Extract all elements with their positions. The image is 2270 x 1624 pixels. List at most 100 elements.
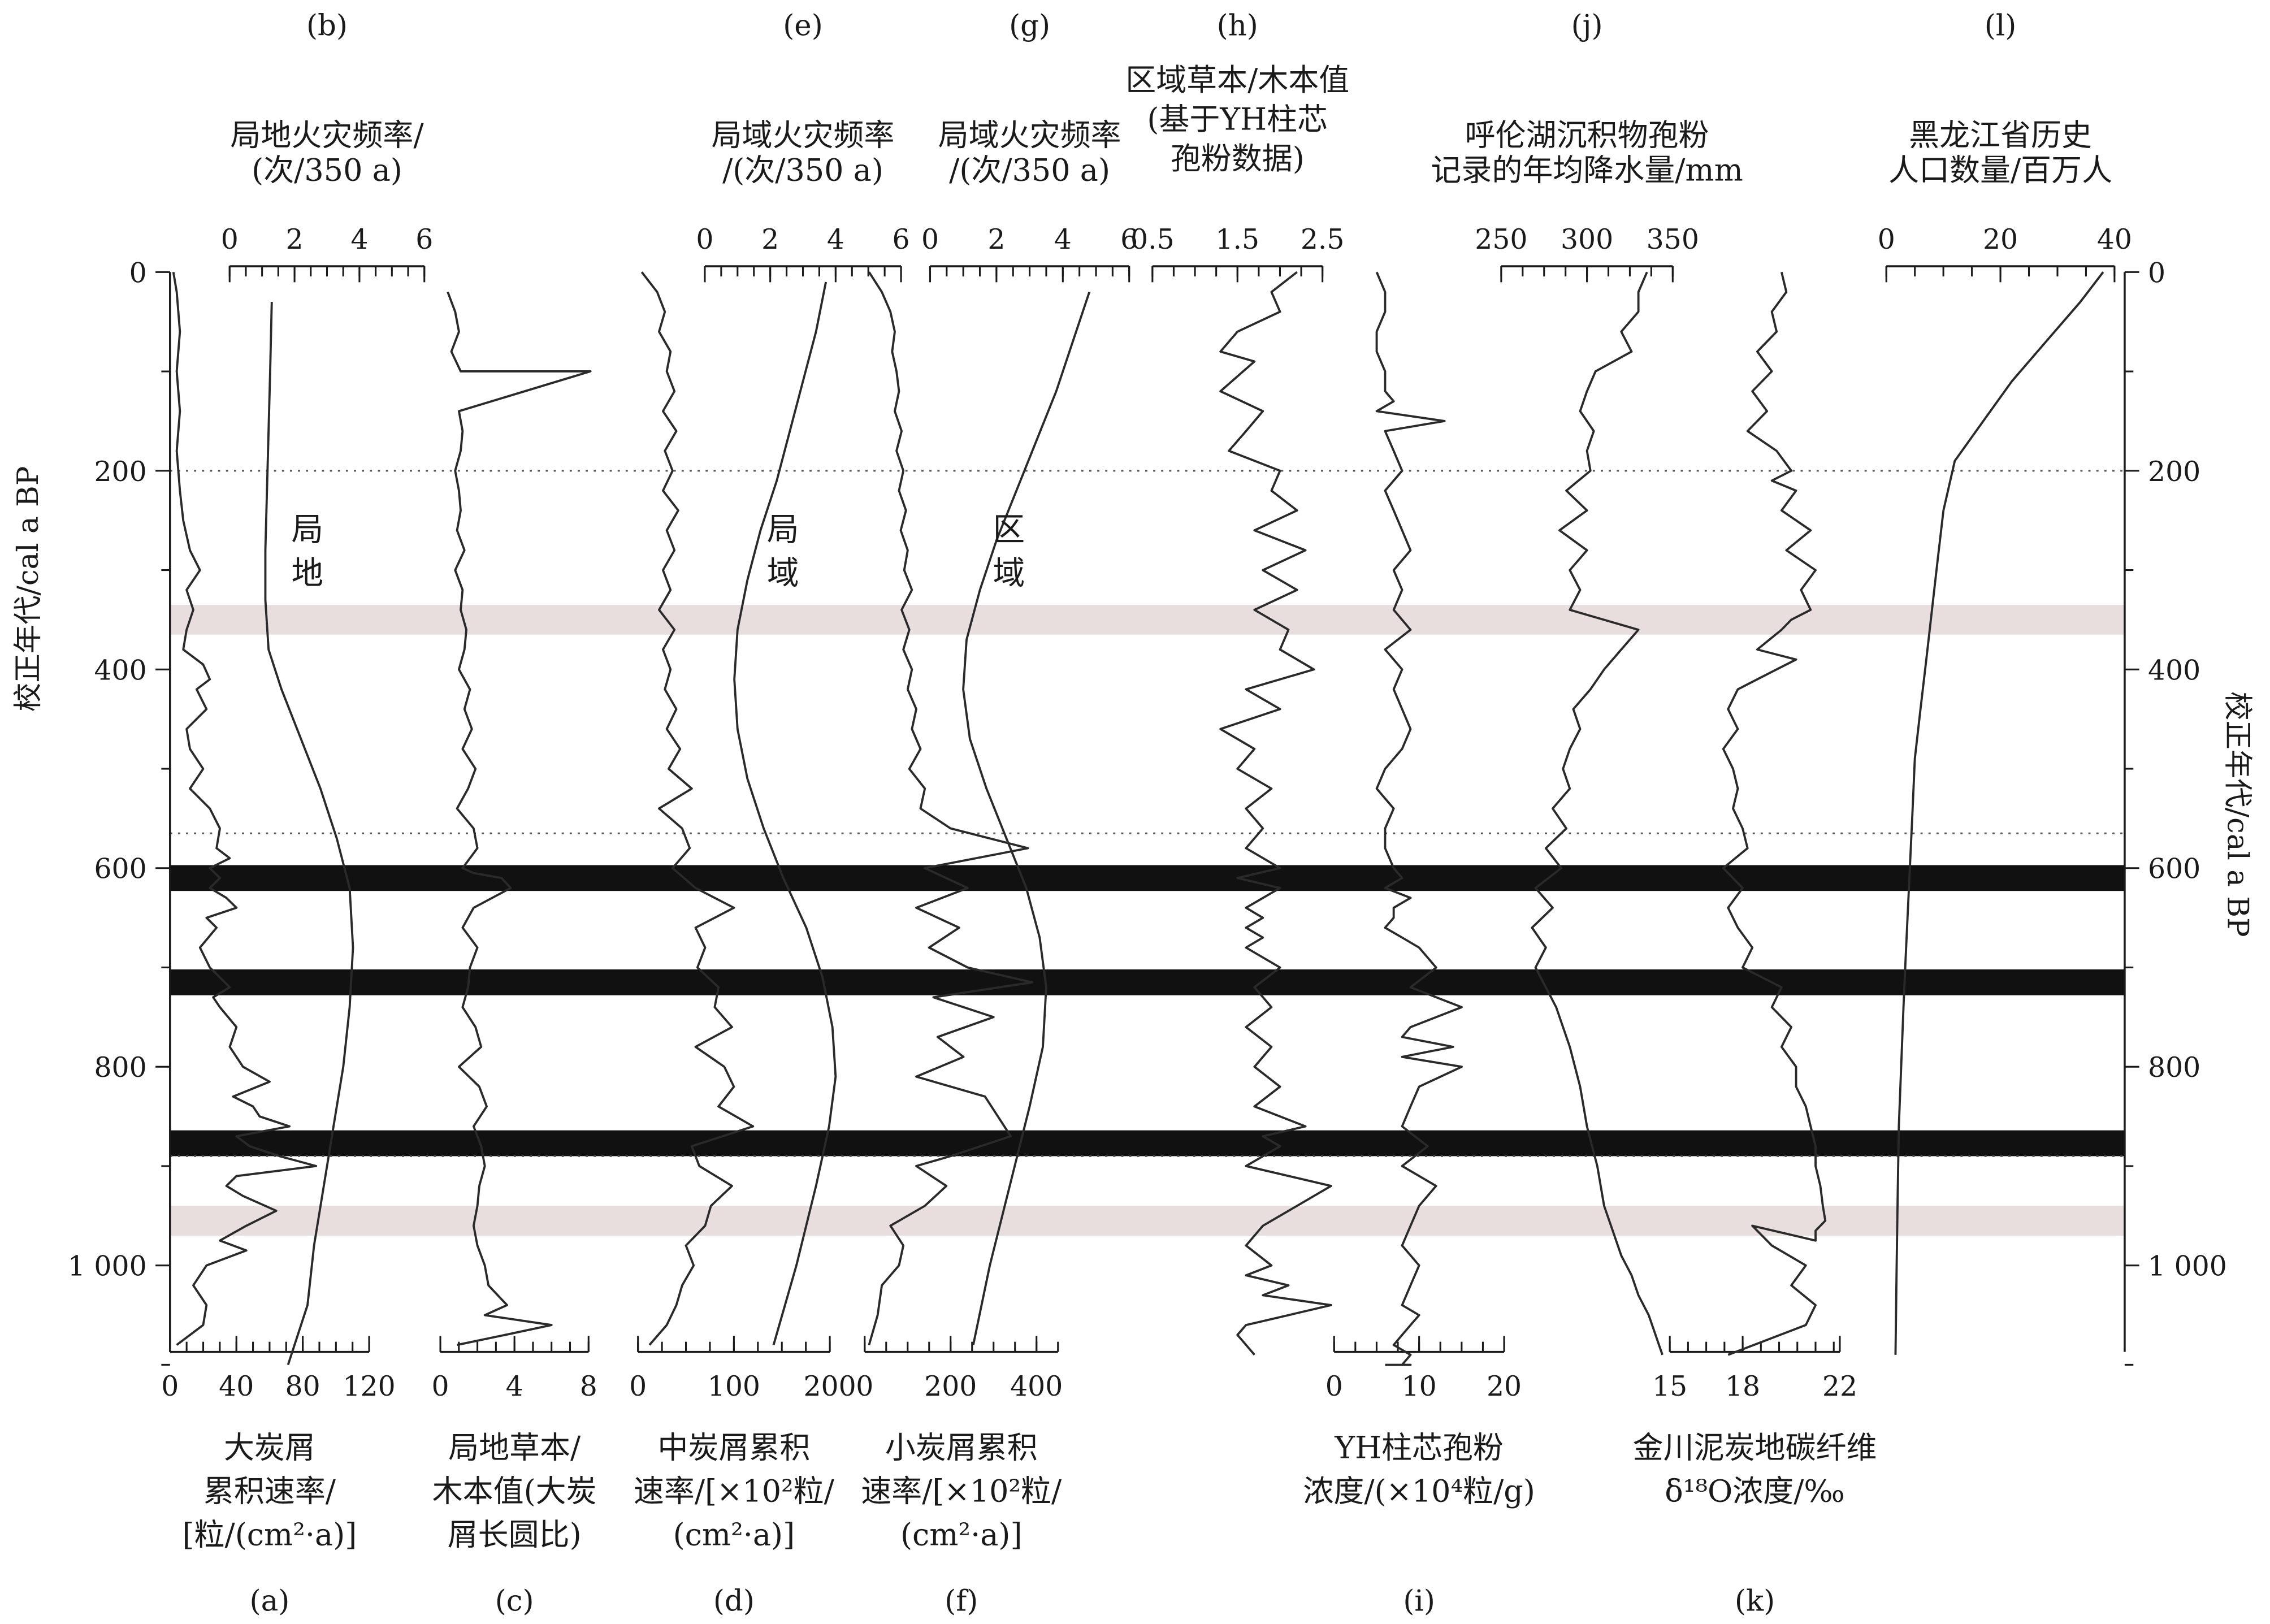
panel-tick-label: 40 <box>219 1370 254 1402</box>
highlight-bands <box>170 605 2125 1236</box>
panel-tick-label: 0 <box>856 1370 873 1402</box>
panel-tick-label: 2.5 <box>1301 223 1345 255</box>
panel-tick-label: 4 <box>1054 223 1072 255</box>
series-line-e <box>733 282 837 1345</box>
panel-title: 局域火灾频率 <box>712 118 895 153</box>
y-axis-title-left: 校正年代/cal a BP <box>11 466 45 712</box>
panel-tick-label: 6 <box>1120 223 1138 255</box>
panel-letter: (d) <box>713 1584 755 1618</box>
panel-title: [粒/(cm²·a)] <box>183 1517 357 1553</box>
dark-band <box>170 1130 2125 1157</box>
right-age-tick-label: 400 <box>2148 654 2200 686</box>
panel-letter: (c) <box>495 1584 534 1618</box>
series-line-b <box>264 302 354 1366</box>
panel-tick-label: 40 <box>2097 223 2132 255</box>
panel-title: /(次/350 a) <box>722 152 883 188</box>
series-line-a <box>172 272 318 1346</box>
panel-tick-label: 250 <box>1475 223 1527 255</box>
right-age-tick-label: 600 <box>2148 853 2200 885</box>
panel-annotation: 局 <box>767 511 799 548</box>
panel-tick-label: 0 <box>629 1370 647 1402</box>
panel-title: 区域草本/木本值 <box>1125 62 1349 98</box>
left-age-tick-label: 800 <box>94 1051 146 1084</box>
panel-letter: (h) <box>1217 8 1258 42</box>
panel-letter: (j) <box>1571 8 1603 42</box>
panel-title: 人口数量/百万人 <box>1888 152 2112 188</box>
panel-title: δ¹⁸O浓度/‰ <box>1665 1473 1845 1509</box>
series-line-f <box>868 271 1034 1345</box>
panel-tick-label: 200 <box>924 1370 977 1402</box>
panel-title: (次/350 a) <box>252 152 402 188</box>
left-age-tick-label: 600 <box>94 853 146 885</box>
panel-title: 中炭屑累积 <box>657 1430 810 1465</box>
panel-title: 孢粉数据) <box>1171 141 1305 176</box>
dark-band <box>170 969 2125 995</box>
panel-tick-label: 0 <box>921 223 939 255</box>
panel-tick-label: 80 <box>285 1370 320 1402</box>
panel-title: 屑长圆比) <box>448 1517 582 1553</box>
panel-title: YH柱芯孢粉 <box>1334 1430 1504 1465</box>
panel-title: 大炭屑 <box>224 1430 315 1465</box>
series-line-d <box>640 271 755 1346</box>
panel-tick-label: 2 <box>761 223 779 255</box>
panel-title: 呼伦湖沉积物孢粉 <box>1465 118 1709 153</box>
panel-tick-label: 20 <box>1487 1370 1522 1402</box>
panel-letter: (k) <box>1735 1584 1775 1618</box>
panel-title: 木本值(大炭 <box>432 1473 597 1509</box>
panel-title: 金川泥炭地碳纤维 <box>1633 1430 1877 1465</box>
panel-letter: (f) <box>945 1584 978 1618</box>
panel-tick-label: 18 <box>1725 1370 1760 1402</box>
panel-letter: (i) <box>1403 1584 1435 1618</box>
panel-tick-label: 2 <box>286 223 304 255</box>
panel-letter: (e) <box>783 8 823 42</box>
series-line-j <box>1531 271 1663 1356</box>
panel-tick-label: 0 <box>161 1370 179 1402</box>
panel-annotation: 地 <box>291 555 323 592</box>
panel-annotation: 局 <box>291 511 323 548</box>
panel-title: (cm²·a)] <box>673 1517 795 1553</box>
panel-tick-label: 200 <box>803 1370 856 1402</box>
left-age-tick-label: 0 <box>129 257 147 289</box>
series-line-g <box>962 291 1091 1345</box>
panel-tick-label: 1.5 <box>1215 223 1259 255</box>
right-age-tick-label: 1 000 <box>2148 1250 2227 1283</box>
panel-letter: (a) <box>250 1584 290 1618</box>
light-band <box>170 605 2125 635</box>
panel-title: 局地草本/ <box>448 1430 581 1465</box>
panel-tick-label: 6 <box>893 223 910 255</box>
panel-annotation: 区 <box>993 511 1025 548</box>
panel-tick-label: 0.5 <box>1130 223 1175 255</box>
y-axis-title-right: 校正年代/cal a BP <box>2220 691 2254 937</box>
panel-title: 记录的年均降水量/mm <box>1431 152 1743 188</box>
panel-letter: (l) <box>1985 8 2017 42</box>
panel-tick-label: 10 <box>1402 1370 1437 1402</box>
panel-title: /(次/350 a) <box>949 152 1110 188</box>
panel-title: 浓度/(×10⁴粒/g) <box>1303 1473 1535 1509</box>
left-age-tick-label: 400 <box>94 654 146 686</box>
panel-title: 黑龙江省历史 <box>1909 118 2092 153</box>
panel-title: 小炭屑累积 <box>885 1430 1038 1465</box>
series-line-c <box>447 291 592 1346</box>
panel-tick-label: 22 <box>1822 1370 1857 1402</box>
panel-tick-label: 0 <box>221 223 239 255</box>
panel-annotation: 域 <box>993 555 1025 592</box>
left-age-tick-label: 200 <box>94 456 146 488</box>
panel-tick-label: 8 <box>580 1370 597 1402</box>
panel-tick-label: 0 <box>1325 1370 1343 1402</box>
panel-tick-label: 4 <box>827 223 844 255</box>
panel-letter: (b) <box>306 8 348 42</box>
